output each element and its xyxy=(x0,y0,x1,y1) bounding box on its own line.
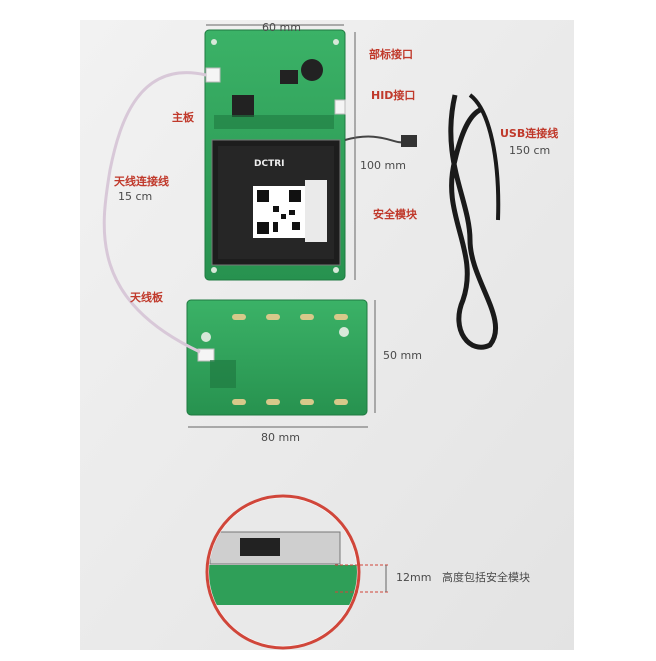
chip xyxy=(232,95,254,117)
antenna-board xyxy=(186,299,368,416)
dim-width-top: 60 mm xyxy=(262,21,301,34)
label-main-board: 主板 xyxy=(172,111,194,124)
label-usb-cable: USB连接线 xyxy=(500,127,559,140)
label-antenna-cable-len: 15 cm xyxy=(118,190,153,203)
main-board xyxy=(204,29,346,281)
label-bus-port: 部标接口 xyxy=(369,48,413,61)
buzzer xyxy=(301,59,323,81)
dim-height-main: 100 mm xyxy=(360,159,406,172)
label-security-module: 安全模块 xyxy=(373,208,417,221)
antenna-connector xyxy=(205,67,221,83)
dim-antenna-height: 50 mm xyxy=(383,349,422,362)
usb-plug xyxy=(401,135,417,147)
thickness-inset xyxy=(205,494,388,650)
label-antenna-board: 天线板 xyxy=(130,291,163,304)
label-hid-port: HID接口 xyxy=(371,89,416,102)
dim-thickness: 12mm xyxy=(396,571,432,584)
hid-connector xyxy=(334,99,346,115)
usb-cable xyxy=(448,94,498,350)
board-brand: DCTRI xyxy=(254,159,285,169)
label-thickness-note: 高度包括安全模块 xyxy=(442,571,530,584)
dim-antenna-width: 80 mm xyxy=(261,431,300,444)
label-usb-cable-len: 150 cm xyxy=(509,144,551,157)
label-antenna-cable: 天线连接线 xyxy=(114,175,169,188)
antenna-cable xyxy=(102,71,207,354)
